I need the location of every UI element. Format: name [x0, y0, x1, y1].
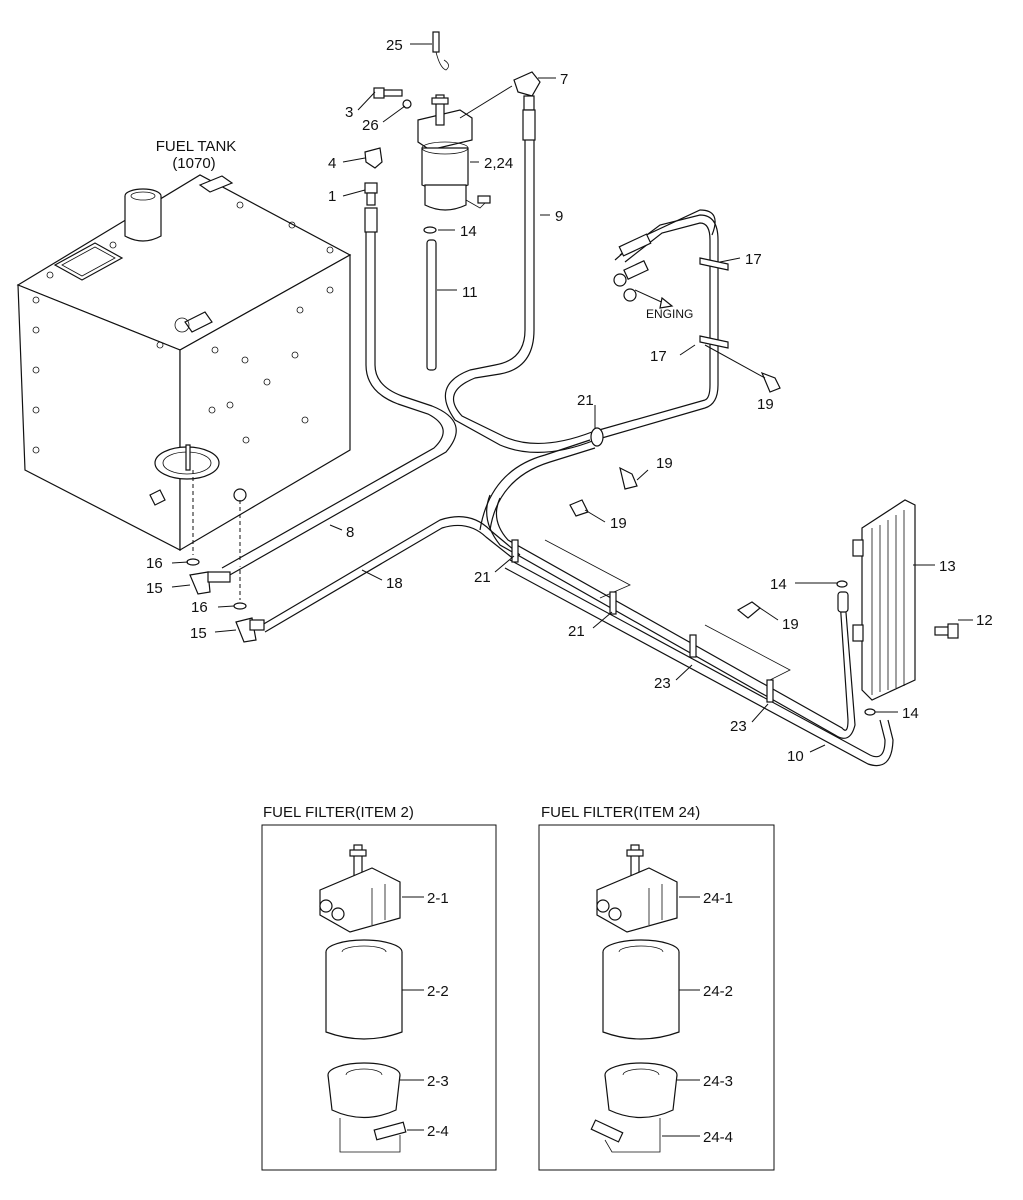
callout-12: 12: [976, 612, 993, 629]
inset-left-part-2: 2-2: [427, 983, 449, 1000]
callout-16-a: 16: [146, 555, 163, 572]
callout-14-top: 14: [460, 223, 477, 240]
tank-title: FUEL TANK: [156, 138, 237, 155]
inset-left-part-1: 2-1: [427, 890, 449, 907]
callout-23-b: 23: [730, 718, 747, 735]
inset-right-part-1: 24-1: [703, 890, 733, 907]
inset-left-part-3: 2-3: [427, 1073, 449, 1090]
callout-9: 9: [555, 208, 563, 225]
callout-19-b: 19: [656, 455, 673, 472]
callout-18: 18: [386, 575, 403, 592]
callout-11: 11: [462, 284, 478, 301]
inset-right-part-3: 24-3: [703, 1073, 733, 1090]
callout-26: 26: [362, 117, 379, 134]
callout-17-bottom: 17: [650, 348, 667, 365]
inset-left-title: FUEL FILTER(ITEM 2): [263, 804, 414, 821]
inset-right-title: FUEL FILTER(ITEM 24): [541, 804, 700, 821]
callout-labels: FUEL TANK (1070) ENGING 25 7 3 26 4 2,24…: [146, 37, 993, 765]
callout-21-a: 21: [577, 392, 594, 409]
callout-13: 13: [939, 558, 956, 575]
callout-17-top: 17: [745, 251, 762, 268]
fuel-tank: [16, 174, 352, 600]
callout-25: 25: [386, 37, 403, 54]
callout-19-c: 19: [610, 515, 627, 532]
inset-fuel-filter-item-24: FUEL FILTER(ITEM 24) 24-1 24-2 24-3 24-4: [538, 804, 775, 1171]
callout-15-a: 15: [146, 580, 163, 597]
callout-3: 3: [345, 104, 353, 121]
callout-10: 10: [787, 748, 804, 765]
inset-left-part-4: 2-4: [427, 1123, 449, 1140]
callout-4: 4: [328, 155, 336, 172]
callout-7: 7: [560, 71, 568, 88]
hoses: [221, 112, 894, 767]
callout-23-a: 23: [654, 675, 671, 692]
callout-21-c: 21: [568, 623, 585, 640]
engine-label: ENGING: [646, 307, 693, 321]
callout-15-b: 15: [190, 625, 207, 642]
tank-code: (1070): [172, 155, 215, 172]
callout-1: 1: [328, 188, 336, 205]
callout-14-mid: 14: [770, 576, 787, 593]
callout-16-b: 16: [191, 599, 208, 616]
inset-fuel-filter-item-2: FUEL FILTER(ITEM 2) 2-1 2-2 2-3 2-4: [261, 804, 497, 1171]
callout-8: 8: [346, 524, 354, 541]
parts: [186, 31, 959, 716]
callout-2-24: 2,24: [484, 155, 513, 172]
callout-19-a: 19: [757, 396, 774, 413]
callout-21-b: 21: [474, 569, 491, 586]
inset-right-part-4: 24-4: [703, 1129, 733, 1146]
leader-lines: [171, 43, 973, 753]
inset-right-part-2: 24-2: [703, 983, 733, 1000]
callout-19-d: 19: [782, 616, 799, 633]
callout-14-bottom: 14: [902, 705, 919, 722]
